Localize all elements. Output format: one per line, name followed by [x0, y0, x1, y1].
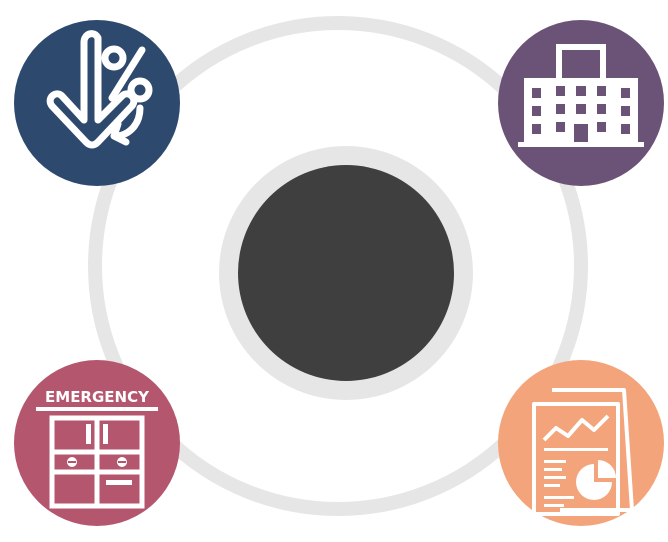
node-report [498, 360, 664, 526]
emergency-sign-label: EMERGENCY [45, 388, 150, 406]
report-chart-icon [498, 360, 664, 526]
node-hospital [498, 20, 664, 186]
node-discount [14, 20, 180, 186]
node-emergency: EMERGENCY [14, 360, 180, 526]
percent-down-arrow-icon [14, 20, 180, 186]
hospital-icon [498, 20, 664, 186]
emergency-door-icon: EMERGENCY [14, 360, 180, 526]
center-circle [238, 165, 454, 381]
